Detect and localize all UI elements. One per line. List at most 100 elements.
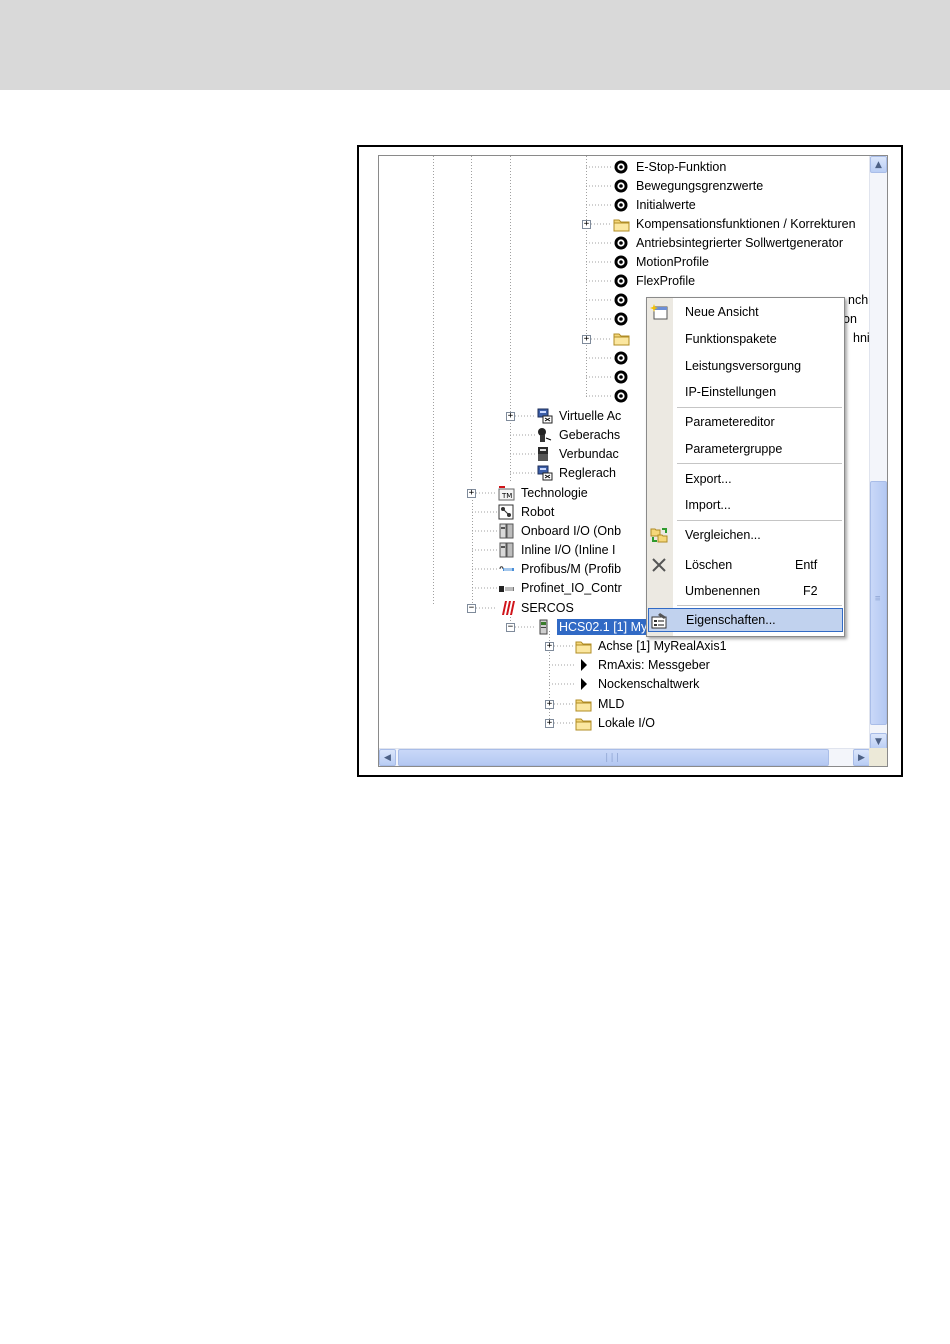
expand-toggle[interactable]: + [506,411,515,421]
menu-item-import[interactable]: Import... [647,493,844,517]
tree-node-initial-values[interactable]: Initialwerte [613,196,698,214]
menu-separator [677,463,842,464]
tree-node-rmaxis-encoder[interactable]: RmAxis: Messgeber [575,656,712,674]
project-tree-panel: + + + + − − + + + E-Stop-Funktion Bewegu… [378,155,888,767]
encoder-axis-icon [538,428,552,442]
menu-item-label: Export... [685,472,732,486]
menu-item-label: IP-Einstellungen [685,385,777,399]
tree-node-estop[interactable]: E-Stop-Funktion [613,158,728,176]
tree-node-technologie[interactable]: TM Technologie [498,484,590,502]
menu-item-parameter-group[interactable]: Parametergruppe [647,437,844,461]
tree-node-label: Nockenschaltwerk [598,677,700,691]
tree-node[interactable] [613,349,634,367]
properties-icon [651,613,667,629]
scrollbar-corner [869,748,887,766]
tree-node-motion-limits[interactable]: Bewegungsgrenzwerte [613,177,765,195]
collapse-toggle[interactable]: − [506,622,515,632]
menu-item-export[interactable]: Export... [647,467,844,491]
tree-node-technik[interactable]: hnik [613,329,876,347]
tree-node-compensation[interactable]: Kompensationsfunktionen / Korrekturen [613,215,858,233]
tree-node-sercos[interactable]: SERCOS [498,599,576,617]
tree-node-label: E-Stop-Funktion [636,160,727,174]
vertical-scroll-thumb[interactable]: ≡ [870,481,887,725]
tree-node-linked-axes[interactable]: Verbundac [536,445,621,463]
menu-item-shortcut: F2 [803,584,818,598]
target-icon [614,351,628,365]
tree-node-label: MotionProfile [636,255,709,269]
folder-icon [575,699,592,712]
menu-item-function-packages[interactable]: Funktionspakete [647,327,844,351]
drive-icon [539,619,548,635]
tree-node[interactable] [613,368,634,386]
tree-node-function[interactable]: on [613,310,857,328]
tree-node-encoder-axes[interactable]: Geberachs [536,426,622,444]
target-icon [614,312,628,326]
tree-node-flex-profile[interactable]: FlexProfile [613,272,697,290]
context-menu-icon-strip [647,298,673,636]
scroll-right-button[interactable]: ▶ [853,749,870,766]
tree-node-label: Profibus/M (Profib [521,562,622,576]
tree-node-label: Inline I/O (Inline I [521,543,616,557]
tree-node-controller-axes[interactable]: Reglerach [536,464,618,482]
tree-node-cam-switch[interactable]: Nockenschaltwerk [575,675,701,693]
folder-icon [613,333,630,346]
collapse-toggle[interactable]: − [467,603,476,613]
folder-icon [613,219,630,232]
tree-node-label: SERCOS [521,601,574,615]
menu-item-delete[interactable]: Löschen Entf [647,553,844,577]
menu-item-new-view[interactable]: Neue Ansicht [647,300,844,324]
target-icon [614,255,628,269]
menu-item-label: Eigenschaften... [686,613,776,627]
expand-toggle[interactable]: + [582,219,591,229]
tree-node-label: Lokale I/O [598,716,655,730]
menu-item-label: Umbenennen [685,584,761,598]
menu-separator [677,407,842,408]
menu-item-rename[interactable]: Umbenennen F2 [647,579,844,603]
io-module-icon [499,523,514,539]
menu-separator [677,520,842,521]
expand-toggle[interactable]: + [582,334,591,344]
svg-text:TM: TM [501,492,512,500]
target-icon [614,274,628,288]
scroll-left-button[interactable]: ◀ [379,749,396,766]
tree-node-label: RmAxis: Messgeber [598,658,710,672]
tree-node-profinet[interactable]: Profinet_IO_Contr [498,579,624,597]
compare-icon [650,528,668,543]
folder-icon [575,641,592,654]
menu-item-power-supply[interactable]: Leistungsversorgung [647,354,844,378]
menu-item-compare[interactable]: Vergleichen... [647,523,844,547]
tree-node-mld[interactable]: MLD [575,695,626,713]
menu-item-properties[interactable]: Eigenschaften... [648,608,843,632]
expand-toggle[interactable]: + [545,699,554,709]
tree-node-axis-1[interactable]: Achse [1] MyRealAxis1 [575,637,729,655]
tree-node-label: Kompensationsfunktionen / Korrekturen [636,217,856,231]
tree-node-inline-io[interactable]: Inline I/O (Inline I [498,541,618,559]
tree-node-virtual-axes[interactable]: Virtuelle Ac [536,407,623,425]
vertical-scrollbar[interactable]: ▲ ≡ ▼ [869,156,887,751]
scroll-up-button[interactable]: ▲ [870,156,887,173]
tree-node-synchron[interactable]: nchron [613,291,886,309]
scroll-grip: ≡ [875,594,881,604]
expand-toggle[interactable]: + [467,488,476,498]
tree-node-local-io[interactable]: Lokale I/O [575,714,657,732]
tree-node-setpoint-generator[interactable]: Antriebsintegrierter Sollwertgenerator [613,234,845,252]
arrow-right-icon [581,678,587,690]
page-header-band [0,0,950,90]
tree-node-label: FlexProfile [636,274,696,288]
horizontal-scroll-thumb[interactable]: ||| [398,749,829,766]
menu-item-label: Parametereditor [685,415,775,429]
tree-node[interactable] [613,387,634,405]
tree-node-profibus[interactable]: Profibus/M (Profib [498,560,623,578]
tree-node-onboard-io[interactable]: Onboard I/O (Onb [498,522,623,540]
horizontal-scrollbar[interactable]: ◀ ||| ▶ [379,748,871,766]
menu-item-parameter-editor[interactable]: Parametereditor [647,410,844,434]
arrow-right-icon [581,659,587,671]
expand-toggle[interactable]: + [545,641,554,651]
menu-item-ip-settings[interactable]: IP-Einstellungen [647,380,844,404]
tree-node-robot[interactable]: Robot [498,503,556,521]
tree-node-label: Bewegungsgrenzwerte [636,179,764,193]
menu-item-shortcut: Entf [795,558,818,572]
tree-node-motion-profile[interactable]: MotionProfile [613,253,711,271]
linked-axis-icon [538,447,548,461]
expand-toggle[interactable]: + [545,718,554,728]
